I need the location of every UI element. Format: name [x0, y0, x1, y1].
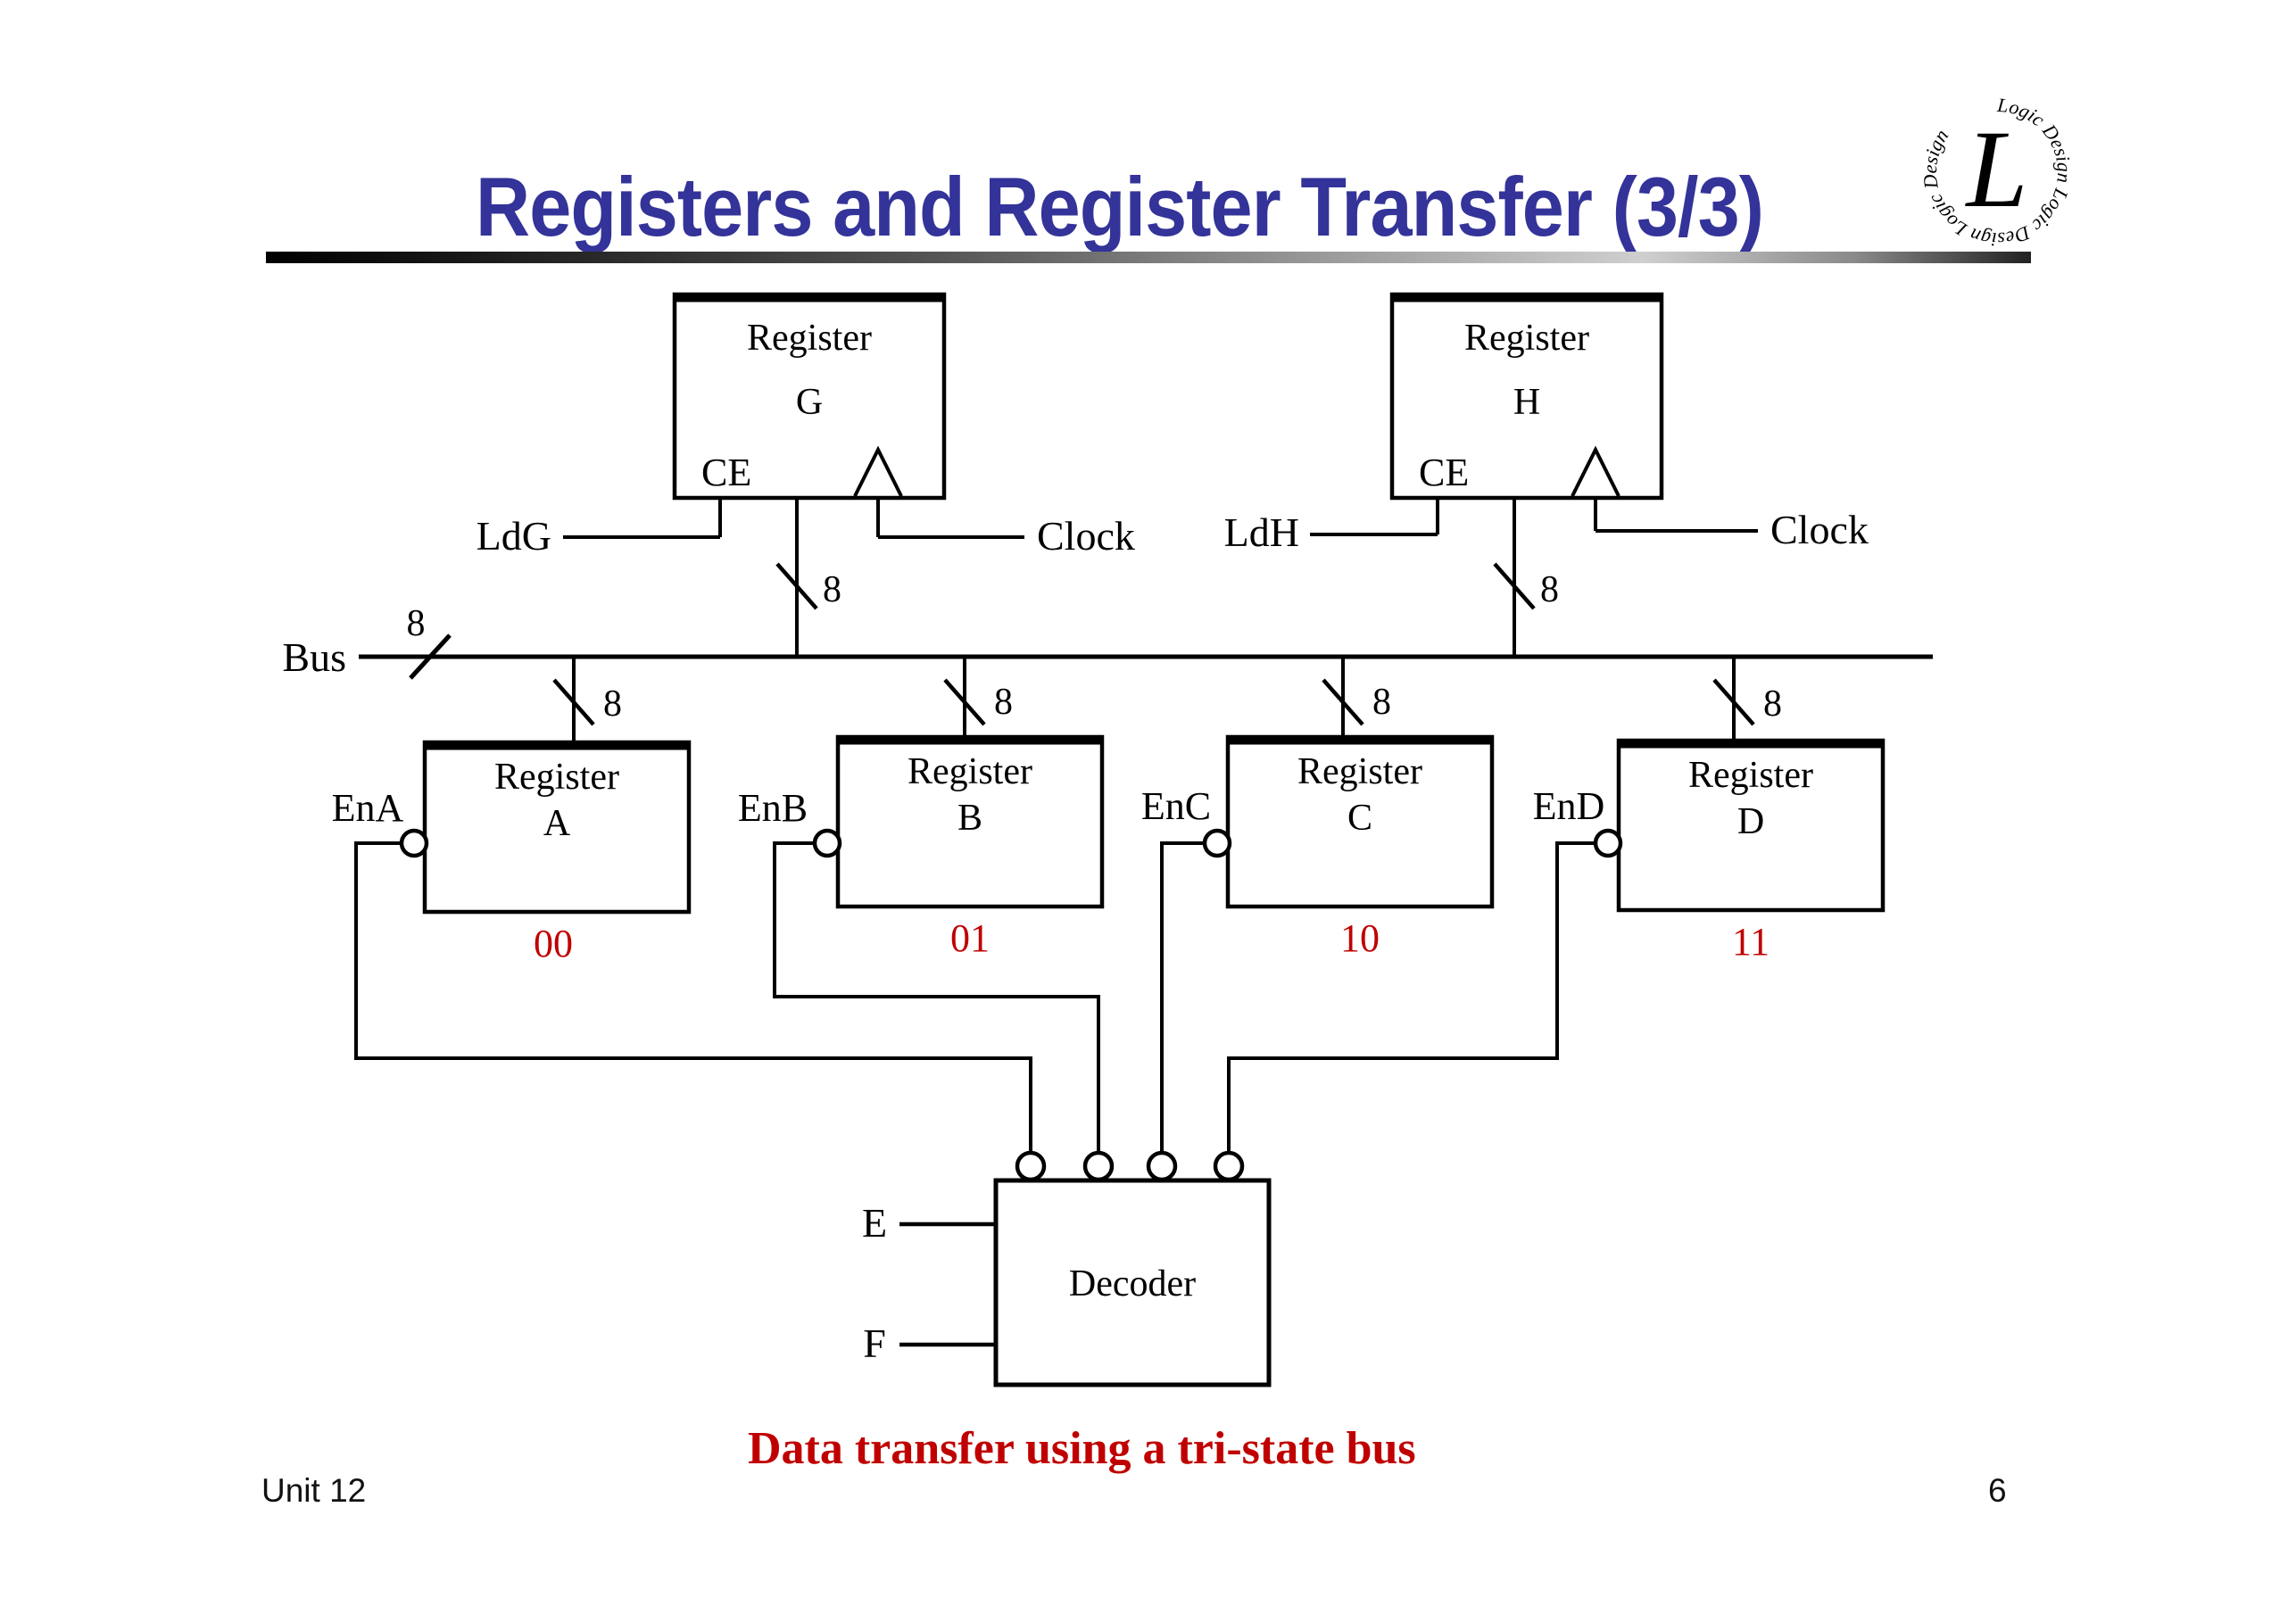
- register-d-title: Register: [1688, 755, 1813, 796]
- register-h-width-label: 8: [1540, 569, 1559, 610]
- enc-wire: [1160, 841, 1205, 1153]
- register-a-width-label: 8: [603, 683, 622, 725]
- register-a-title: Register: [494, 757, 619, 798]
- decoder-input-f-label: F: [863, 1321, 886, 1366]
- ldh-label: LdH: [1224, 509, 1299, 555]
- register-c-width-label: 8: [1372, 682, 1391, 723]
- register-g-ce-label: CE: [701, 451, 751, 494]
- end-wire: [1227, 841, 1596, 1153]
- decoder-input-e-label: E: [862, 1200, 887, 1246]
- decoder-output-bubble-2: [1146, 1150, 1178, 1182]
- register-c-letter: C: [1347, 798, 1372, 839]
- register-g-title: Register: [747, 318, 872, 359]
- register-a-group: 8 Register A EnA 00: [332, 657, 1032, 1153]
- register-h-group: Register H CE LdH 8 Clock: [1224, 292, 1869, 657]
- enc-bubble: [1202, 828, 1232, 858]
- register-c-width-slash: [1322, 678, 1364, 726]
- decoder-output-bubble-3: [1213, 1150, 1245, 1182]
- register-g-clock-triangle-icon: [853, 445, 903, 497]
- register-h-width-slash: [1493, 562, 1536, 610]
- slide-caption: Data transfer using a tri-state bus: [748, 1423, 1416, 1474]
- register-b-letter: B: [957, 798, 982, 839]
- bus-width-slash: [409, 633, 452, 680]
- register-g-group: Register G CE LdG 8 Clock: [477, 292, 1135, 657]
- footer-page-number: 6: [1988, 1472, 2007, 1509]
- register-b-title: Register: [908, 751, 1032, 792]
- ena-label: EnA: [332, 786, 404, 830]
- register-h-clock-triangle-icon: [1571, 445, 1620, 497]
- register-d-width-slash: [1712, 678, 1755, 726]
- end-bubble: [1593, 828, 1623, 858]
- decoder-label: Decoder: [1069, 1263, 1196, 1304]
- register-d-group: 8 Register D EnD 11: [1227, 657, 1886, 1153]
- decoder-box: [993, 1178, 1272, 1387]
- register-b-group: 8 Register B EnB 01: [738, 657, 1105, 1153]
- enb-bubble: [812, 828, 842, 858]
- ldg-label: LdG: [477, 513, 551, 559]
- register-c-select-code: 10: [1340, 916, 1380, 960]
- register-d-letter: D: [1737, 801, 1764, 842]
- ena-wire: [354, 841, 1032, 1153]
- bus-width-label: 8: [407, 603, 426, 644]
- register-h-title: Register: [1464, 318, 1589, 359]
- title-divider-rule: [266, 252, 2031, 263]
- register-d-width-label: 8: [1763, 683, 1782, 725]
- bus-group: Bus 8: [282, 603, 1933, 680]
- register-g-width-label: 8: [823, 569, 841, 610]
- clock-label-right: Clock: [1770, 507, 1869, 552]
- register-a-select-code: 00: [534, 922, 573, 965]
- page-title: Registers and Register Transfer (3/3): [476, 160, 1764, 253]
- enb-label: EnB: [738, 786, 808, 830]
- register-d-select-code: 11: [1732, 920, 1770, 964]
- decoder-output-bubble-1: [1082, 1150, 1115, 1182]
- register-h-letter: H: [1513, 382, 1540, 423]
- decoder-output-bubble-0: [1015, 1150, 1047, 1182]
- end-label: EnD: [1533, 784, 1605, 828]
- footer-unit-label: Unit 12: [261, 1472, 367, 1509]
- register-c-title: Register: [1297, 751, 1422, 792]
- register-a-letter: A: [543, 803, 571, 844]
- logic-design-logo: Logic Design Logic Design Logic Design L: [1919, 94, 2076, 251]
- bus-label: Bus: [282, 634, 346, 680]
- decoder-group: Decoder E F: [862, 1150, 1272, 1387]
- enb-wire: [773, 841, 1100, 1153]
- enc-label: EnC: [1141, 784, 1211, 828]
- register-b-width-label: 8: [994, 682, 1013, 723]
- register-c-group: 8 Register C EnC 10: [1141, 657, 1495, 1153]
- register-b-width-slash: [943, 678, 986, 726]
- register-b-select-code: 01: [950, 916, 990, 960]
- clock-label-left: Clock: [1037, 513, 1135, 559]
- logo-monogram: L: [1965, 108, 2028, 230]
- register-g-width-slash: [775, 562, 818, 610]
- register-a-width-slash: [552, 678, 595, 726]
- ena-bubble: [399, 828, 429, 858]
- register-g-letter: G: [796, 382, 823, 423]
- register-h-ce-label: CE: [1419, 451, 1469, 494]
